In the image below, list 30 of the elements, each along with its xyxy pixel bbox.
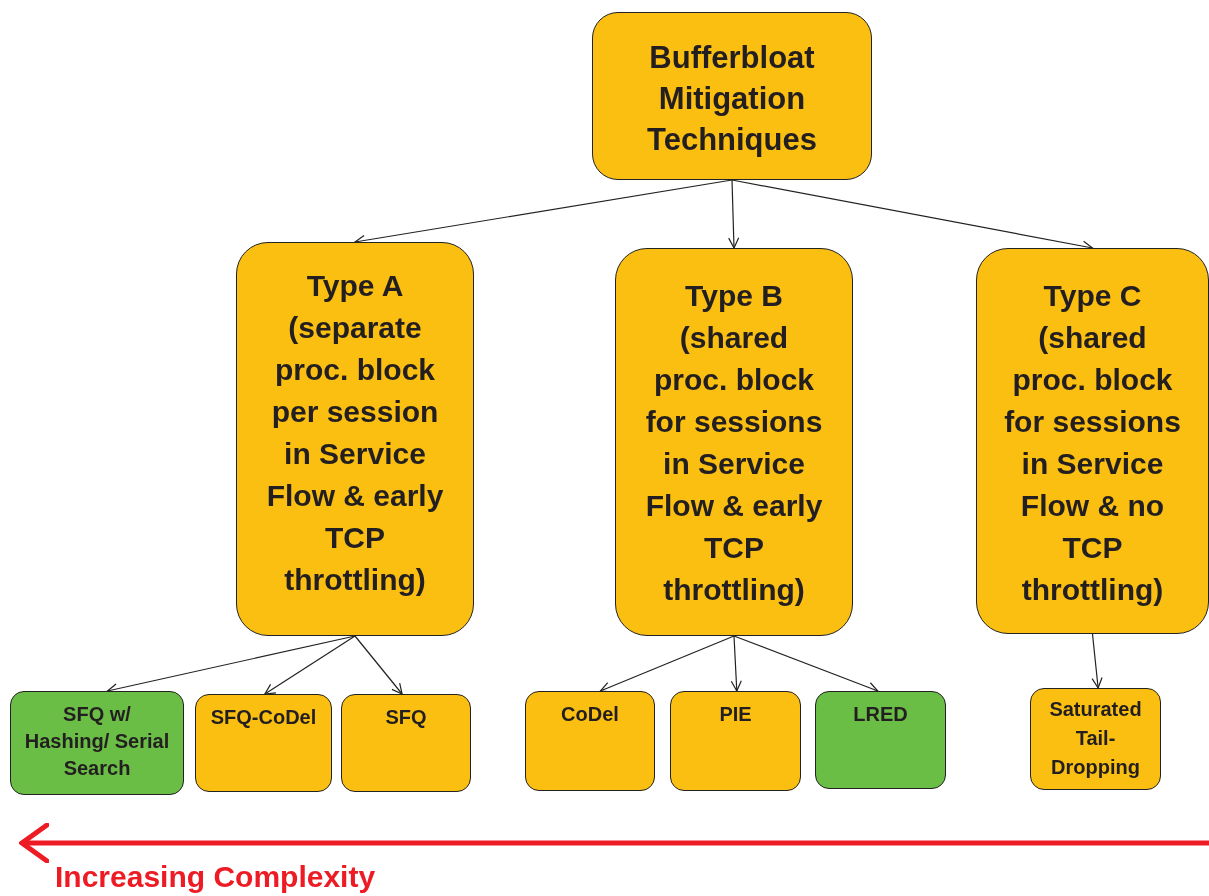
- technique-box: [525, 691, 655, 791]
- arrow: [728, 179, 740, 249]
- node-label: CoDel: [560, 702, 620, 727]
- node-label: Type B (shared proc. block for sessions in Service Flow & early TCP throttling): [644, 278, 824, 608]
- node-label: Bufferbloat Mitigation Techniques: [646, 39, 818, 159]
- technique-box: [195, 694, 332, 792]
- node-label: LRED: [852, 702, 909, 727]
- node-label: Type C (shared proc. block for sessions in Service Flow & no TCP throttling): [1003, 278, 1182, 608]
- category-box: [976, 248, 1209, 634]
- node-label: SFQ: [384, 705, 428, 730]
- node-label: PIE: [718, 702, 753, 727]
- technique-box: [1030, 688, 1161, 790]
- root-box: [592, 12, 872, 180]
- category-box: [236, 242, 474, 636]
- technique-box: [10, 691, 184, 795]
- arrow: [733, 635, 879, 693]
- technique-box: [815, 691, 946, 789]
- arrow: [730, 635, 742, 692]
- technique-box: [341, 694, 471, 792]
- node-label: SFQ-CoDel: [209, 705, 318, 730]
- arrow: [354, 635, 403, 695]
- arrow: [1091, 633, 1103, 689]
- node-label: Saturated Tail- Dropping: [1048, 697, 1143, 780]
- arrow: [599, 635, 735, 693]
- node-label: Type A (separate proc. block per session in Service Flow & early TCP throttling): [265, 268, 445, 598]
- technique-box: [670, 691, 801, 791]
- arrow: [264, 635, 356, 695]
- node-label: SFQ w/ Hashing/ Serial Search: [23, 702, 171, 781]
- category-box: [615, 248, 853, 636]
- axis-caption: Increasing Complexity: [55, 860, 376, 894]
